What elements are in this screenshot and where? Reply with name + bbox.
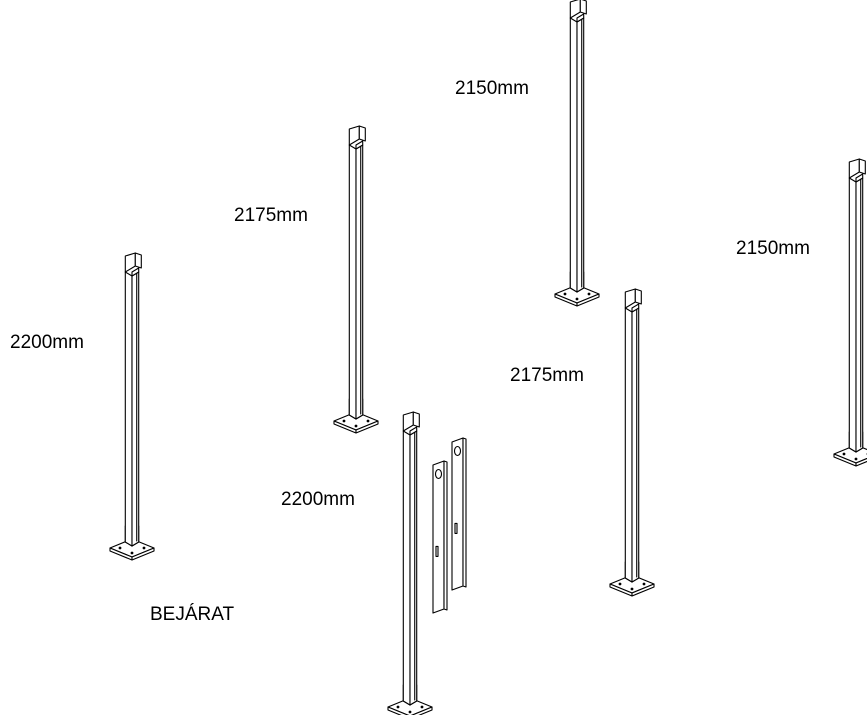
post-2 — [334, 126, 378, 433]
post-height-label-2: 2175mm — [234, 206, 308, 225]
post-3 — [555, 0, 599, 306]
gate-plate-left — [433, 461, 447, 613]
entrance-label: BEJÁRAT — [150, 605, 234, 624]
post-height-label-3: 2150mm — [455, 79, 529, 98]
post-6 — [388, 412, 432, 715]
post-height-label-1: 2200mm — [10, 333, 84, 352]
post-5 — [610, 289, 654, 596]
post-4 — [834, 159, 867, 466]
gate-plate-right — [452, 438, 466, 590]
post-height-label-6: 2200mm — [281, 490, 355, 509]
post-height-label-4: 2150mm — [736, 239, 810, 258]
post-height-label-5: 2175mm — [510, 366, 584, 385]
post-1 — [110, 253, 154, 560]
